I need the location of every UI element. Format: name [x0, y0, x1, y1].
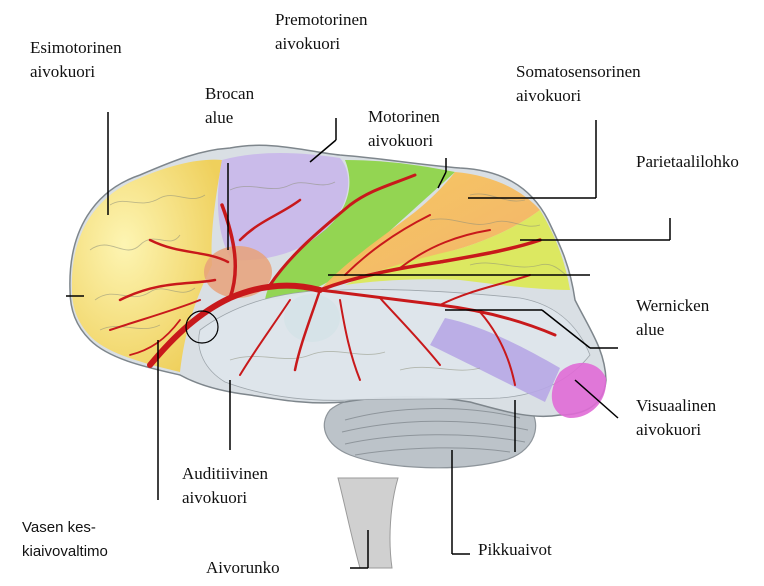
label-motorinen-line1: Motorinen — [368, 105, 440, 129]
label-somatosensorinen-line2: aivokuori — [516, 84, 641, 108]
label-brocan-line1: Brocan — [205, 82, 254, 106]
label-pikkuaivot-line1: Pikkuaivot — [478, 538, 552, 562]
label-somatosensorinen-line1: Somatosensorinen — [516, 60, 641, 84]
label-visuaalinen-line2: aivokuori — [636, 418, 716, 442]
label-premotorinen: Premotorinen aivokuori — [275, 8, 368, 56]
label-brocan-line2: alue — [205, 106, 254, 130]
label-visuaalinen-line1: Visuaalinen — [636, 394, 716, 418]
label-pikkuaivot: Pikkuaivot — [478, 538, 552, 562]
label-auditiivinen: Auditiivinen aivokuori — [182, 462, 268, 510]
label-vasen-line1: Vasen kes- — [22, 516, 108, 540]
label-parietaalilohko: Parietaalilohko — [636, 150, 739, 174]
label-somatosensorinen: Somatosensorinen aivokuori — [516, 60, 641, 108]
label-auditiivinen-line1: Auditiivinen — [182, 462, 268, 486]
label-vasen-keskiaivovaltimo: Vasen kes- kiaivovaltimo — [22, 516, 108, 564]
label-esimotorinen-line1: Esimotorinen — [30, 36, 122, 60]
label-premotorinen-line1: Premotorinen — [275, 8, 368, 32]
label-vasen-line2: kiaivovaltimo — [22, 540, 108, 564]
label-wernicken-line1: Wernicken — [636, 294, 709, 318]
label-auditiivinen-line2: aivokuori — [182, 486, 268, 510]
label-aivorunko: Aivorunko — [206, 556, 280, 580]
label-visuaalinen: Visuaalinen aivokuori — [636, 394, 716, 442]
label-brocan: Brocan alue — [205, 82, 254, 130]
label-motorinen-line2: aivokuori — [368, 129, 440, 153]
label-wernicken: Wernicken alue — [636, 294, 709, 342]
label-wernicken-line2: alue — [636, 318, 709, 342]
label-esimotorinen: Esimotorinen aivokuori — [30, 36, 122, 84]
label-premotorinen-line2: aivokuori — [275, 32, 368, 56]
label-motorinen: Motorinen aivokuori — [368, 105, 440, 153]
label-esimotorinen-line2: aivokuori — [30, 60, 122, 84]
label-parietaalilohko-line1: Parietaalilohko — [636, 150, 739, 174]
label-aivorunko-line1: Aivorunko — [206, 556, 280, 580]
